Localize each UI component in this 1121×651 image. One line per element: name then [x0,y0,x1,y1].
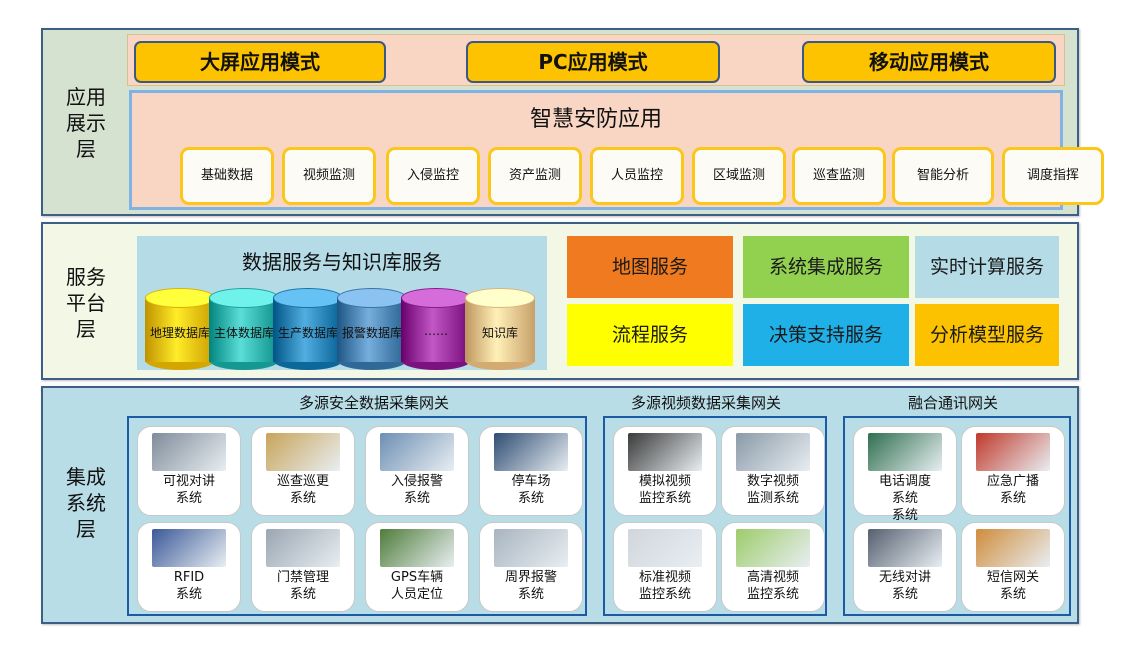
subsystem-card[interactable]: 门禁管理 系统 [251,522,355,612]
database-label: …… [424,324,448,338]
subsystem-image-icon [494,433,568,471]
subsystem-image-icon [628,529,702,567]
subsystem-image-icon [736,433,810,471]
subsystem-image-icon [736,529,810,567]
subsystem-image-icon [266,433,340,471]
subsystem-card[interactable]: 周界报警 系统 [479,522,583,612]
database-cylinder-4: …… [401,288,471,370]
service-platform-layer: 服务 平台 层 数据服务与知识库服务 地理数据库主体数据库生产数据库报警数据库 …… [41,222,1079,380]
mode-mobile[interactable]: 移动应用模式 [802,41,1056,83]
subsystem-card[interactable]: 模拟视频 监控系统 [613,426,717,516]
module-0[interactable]: 基础数据 [180,147,274,205]
app-modes-band: 大屏应用模式 PC应用模式 移动应用模式 [127,34,1065,86]
subsystem-image-icon [868,433,942,471]
module-3[interactable]: 资产监测 [488,147,582,205]
gateway-frame-video: 模拟视频 监控系统 数字视频 监测系统标准视频 监控系统 高清视频 监控系统 [603,416,827,616]
smart-app-title: 智慧安防应用 [529,107,662,132]
subsystem-card[interactable]: 巡查巡更 系统 [251,426,355,516]
subsystem-label: 电话调度 系统 系统 [878,474,931,523]
module-8[interactable]: 调度指挥 [1002,147,1104,205]
database-cylinder-1: 主体数据库 [209,288,279,370]
subsystem-label: 高清视频 监控系统 [746,570,799,602]
subsystem-card[interactable]: 可视对讲 系统 [137,426,241,516]
subsystem-card[interactable]: 入侵报警 系统 [365,426,469,516]
subsystem-image-icon [976,433,1050,471]
module-1[interactable]: 视频监测 [282,147,376,205]
subsystem-label: 可视对讲 系统 [162,474,215,506]
module-2[interactable]: 入侵监控 [386,147,480,205]
subsystem-card[interactable]: 无线对讲 系统 [853,522,957,612]
database-label: 生产数据库 [277,326,338,340]
subsystem-label: 入侵报警 系统 [390,474,443,506]
subsystem-image-icon [152,433,226,471]
database-label: 地理数据库 [149,326,210,340]
mode-large-screen[interactable]: 大屏应用模式 [134,41,386,83]
mode-pc[interactable]: PC应用模式 [466,41,720,83]
subsystem-image-icon [380,529,454,567]
subsystem-label: 门禁管理 系统 [276,570,329,602]
module-7[interactable]: 智能分析 [892,147,994,205]
database-cylinder-2: 生产数据库 [273,288,343,370]
subsystem-card[interactable]: 数字视频 监测系统 [721,426,825,516]
module-5[interactable]: 区域监测 [692,147,786,205]
database-cylinder-3: 报警数据库 [337,288,407,370]
subsystem-image-icon [628,433,702,471]
gateway-frame-security: 可视对讲 系统 巡查巡更 系统 入侵报警 系统 停车场 系统 RFID 系统 门禁管理 系… [127,416,587,616]
subsystem-image-icon [380,433,454,471]
subsystem-label: 标准视频 监控系统 [638,570,691,602]
integration-system-layer: 集成 系统 层 多源安全数据采集网关 多源视频数据采集网关 融合通讯网关 可视对… [41,386,1079,624]
database-cylinder-0: 地理数据库 [145,288,215,370]
subsystem-label: GPS车辆 人员定位 [390,570,444,602]
service-box-0[interactable]: 地图服务 [567,236,733,298]
subsystem-label: 短信网关 系统 [986,570,1039,602]
database-label: 主体数据库 [213,326,274,340]
subsystem-card[interactable]: RFID 系统 [137,522,241,612]
layer-label-app: 应用 展示 层 [66,85,106,161]
layer-label-integration: 集成 系统 层 [66,465,106,541]
gateway-title-video: 多源视频数据采集网关 [630,394,781,412]
subsystem-label: 数字视频 监测系统 [746,474,799,506]
subsystem-label: 周界报警 系统 [504,570,557,602]
module-4[interactable]: 人员监控 [590,147,684,205]
data-service-title: 数据服务与知识库服务 [242,250,442,274]
subsystem-image-icon [976,529,1050,567]
subsystem-label: RFID 系统 [173,570,205,602]
service-box-1[interactable]: 系统集成服务 [743,236,909,298]
database-label: 报警数据库 [341,326,402,340]
subsystem-label: 无线对讲 系统 [878,570,931,602]
subsystem-label: 巡查巡更 系统 [276,474,329,506]
service-box-2[interactable]: 实时计算服务 [915,236,1059,298]
database-label: 知识库 [481,326,518,340]
subsystem-label: 应急广播 系统 [986,474,1039,506]
subsystem-card[interactable]: 标准视频 监控系统 [613,522,717,612]
gateway-title-comm: 融合通讯网关 [907,394,998,412]
subsystem-card[interactable]: GPS车辆 人员定位 [365,522,469,612]
service-box-4[interactable]: 决策支持服务 [743,304,909,366]
gateway-frame-comm: 电话调度 系统 系统 应急广播 系统无线对讲 系统 短信网关 系统 [843,416,1071,616]
smart-security-app-box: 智慧安防应用 基础数据视频监测入侵监控资产监测人员监控区域监测巡查监测智能分析调… [129,90,1104,210]
data-knowledge-service-panel: 数据服务与知识库服务 地理数据库主体数据库生产数据库报警数据库 …… 知识库 [137,236,547,370]
application-display-layer: 应用 展示 层 大屏应用模式 PC应用模式 移动应用模式 智慧安防应用 基础数据… [41,28,1104,216]
subsystem-card[interactable]: 高清视频 监控系统 [721,522,825,612]
subsystem-image-icon [868,529,942,567]
subsystem-label: 停车场 系统 [511,474,551,506]
service-box-3[interactable]: 流程服务 [567,304,733,366]
layer-label-service: 服务 平台 层 [66,265,106,341]
database-cylinder-5: 知识库 [465,288,535,370]
subsystem-card[interactable]: 应急广播 系统 [961,426,1065,516]
subsystem-label: 模拟视频 监控系统 [638,474,691,506]
subsystem-card[interactable]: 短信网关 系统 [961,522,1065,612]
service-box-5[interactable]: 分析模型服务 [915,304,1059,366]
gateway-title-security: 多源安全数据采集网关 [298,394,449,412]
module-6[interactable]: 巡查监测 [792,147,886,205]
subsystem-image-icon [152,529,226,567]
subsystem-image-icon [494,529,568,567]
subsystem-image-icon [266,529,340,567]
subsystem-card[interactable]: 电话调度 系统 系统 [853,426,957,523]
subsystem-card[interactable]: 停车场 系统 [479,426,583,516]
